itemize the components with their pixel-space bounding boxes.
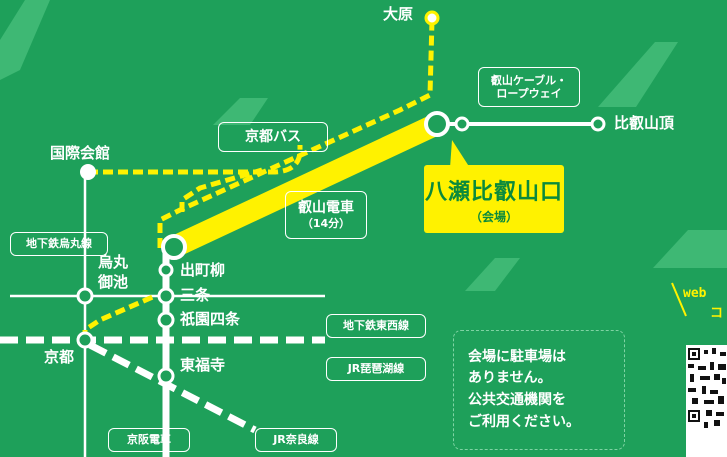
label-keihan: 京阪電車	[108, 428, 190, 452]
station-kyoto: 京都	[44, 348, 75, 366]
label-jr-nara-line: JR奈良線	[255, 428, 337, 452]
venue-name: 八瀬比叡山口	[424, 179, 563, 205]
qr-code-pattern	[688, 348, 726, 428]
eizan-train-time: （14分）	[301, 216, 351, 230]
venue-callout: 八瀬比叡山口 （会場）	[424, 165, 564, 233]
station-karasuma-oike: 烏丸 御池	[98, 253, 129, 291]
station-marker-tofukuji	[157, 367, 175, 385]
parking-notice: 会場に駐車場は ありません。 公共交通機関を ご利用ください。	[453, 330, 625, 450]
station-marker-kyoto	[76, 331, 94, 349]
label-karasuma-line: 地下鉄烏丸線	[10, 232, 108, 256]
bus-route-west	[88, 145, 303, 175]
label-jr-biwako-line: JR琵琶湖線	[326, 357, 426, 381]
jr-nara-line	[88, 341, 257, 434]
station-marker-demachi-keihan	[158, 262, 174, 278]
station-ohara: 大原	[383, 5, 414, 23]
label-eizan-train: 叡山電車 （14分）	[285, 191, 367, 239]
bus-route-north	[157, 19, 435, 248]
web-label: web	[683, 286, 707, 301]
station-marker-yase	[424, 111, 450, 137]
station-marker-cable	[454, 116, 470, 132]
station-marker-ohara	[424, 10, 440, 26]
eizan-line	[163, 113, 448, 258]
label-tozai-line: 地下鉄東西線	[326, 314, 426, 338]
venue-sub: （会場）	[469, 209, 518, 224]
eizan-train-name: 叡山電車	[298, 200, 354, 216]
station-marker-demachi	[161, 234, 187, 260]
label-kyoto-bus: 京都バス	[218, 122, 328, 152]
station-hieizan: 比叡山頂	[614, 114, 675, 132]
station-marker-hieizan	[590, 116, 606, 132]
station-gion-shijo: 祇園四条	[180, 310, 241, 328]
station-marker-karasuma-oike	[76, 287, 94, 305]
notice-line-4: ご利用ください。	[468, 413, 580, 430]
mountain-decor	[0, 0, 727, 291]
label-cable-ropeway: 叡山ケーブル・ ロープウェイ	[478, 67, 580, 107]
station-demachiyanagi: 出町柳	[180, 261, 226, 279]
qr-code[interactable]	[686, 345, 727, 457]
notice-line-1: 会場に駐車場は	[468, 348, 566, 365]
station-tofukuji: 東福寺	[180, 356, 226, 374]
station-marker-gion	[157, 311, 175, 329]
station-marker-sanjo	[157, 287, 175, 305]
bus-route-branch	[179, 167, 263, 212]
notice-line-3: 公共交通機関を	[468, 392, 566, 408]
station-sanjo: 三条	[180, 286, 211, 304]
station-marker-kokusai	[80, 164, 96, 180]
station-kokusai-kaikan: 国際会館	[50, 144, 111, 162]
notice-line-2: ありません。	[468, 370, 552, 387]
web-label-2: コ	[710, 306, 724, 321]
